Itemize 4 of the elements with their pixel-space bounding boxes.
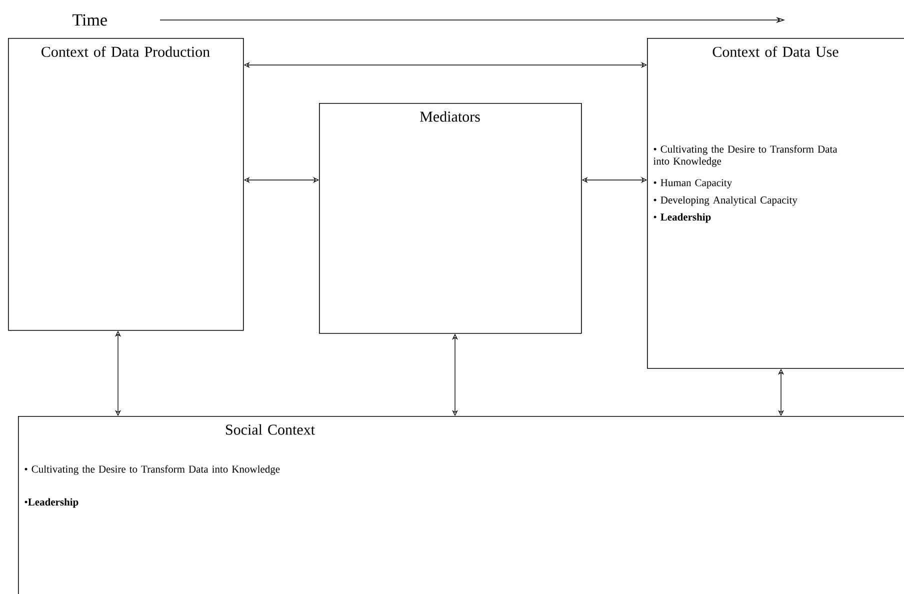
process-box: Context of Data Use • Cultivating the Desire to Transform Data into Knowledge • Human Capacity • Developing Analytical Capacity • Leadership [647,38,904,369]
process-box: Mediators [319,103,582,334]
process-box: Context of Data Production [8,38,244,331]
process-box: Social Context • Cultivating the Desire to Transform Data into Knowledge •Leadership [18,416,904,594]
